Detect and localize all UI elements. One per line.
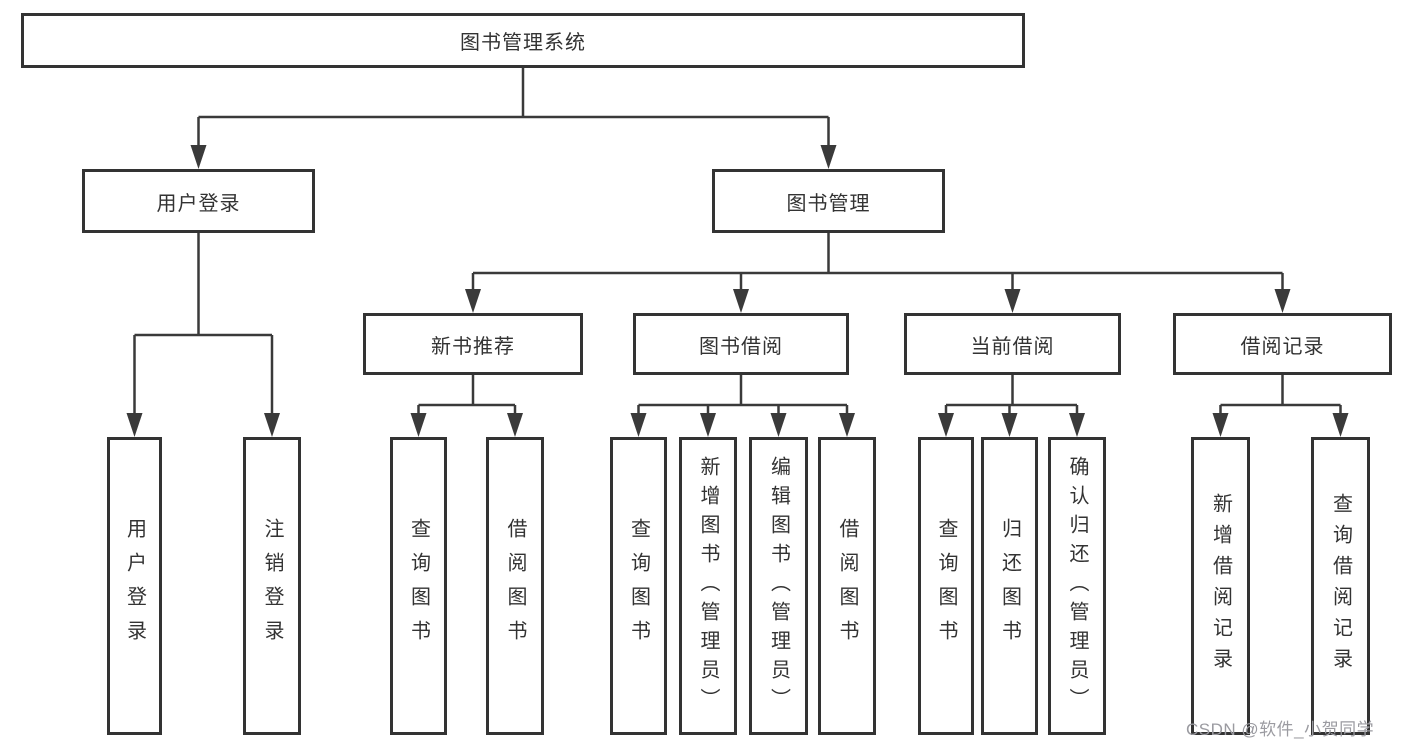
node-current-borrow-label: 当前借阅 (970, 335, 1055, 358)
node-borrow-record: 借阅记录 (1173, 313, 1392, 375)
leaf-query-books-current-label: 查询图书 (935, 518, 957, 654)
leaf-query-borrow-record: 查询借阅记录 (1311, 437, 1370, 735)
leaf-add-books-admin: 新增图书（管理员） (679, 437, 737, 735)
leaf-borrow-books: 借阅图书 (818, 437, 876, 735)
leaf-logout: 注销登录 (243, 437, 301, 735)
leaf-add-books-admin-label: 新增图书（管理员） (697, 455, 719, 717)
leaf-logout-label: 注销登录 (261, 518, 283, 654)
arrowheads (126, 145, 1349, 437)
node-root: 图书管理系统 (21, 13, 1025, 68)
node-borrow-record-label: 借阅记录 (1240, 335, 1325, 358)
leaf-add-borrow-record-label: 新增借阅记录 (1209, 493, 1232, 679)
node-user-login: 用户登录 (82, 169, 315, 233)
leaf-borrow-books-recommend-label: 借阅图书 (504, 518, 526, 654)
leaf-query-books-current: 查询图书 (918, 437, 974, 735)
leaf-query-books-borrow: 查询图书 (610, 437, 667, 735)
watermark: CSDN @软件_小贺同学 (1186, 720, 1375, 739)
leaf-confirm-return-admin-label: 确认归还（管理员） (1066, 455, 1088, 717)
leaf-user-login: 用户登录 (107, 437, 162, 735)
leaf-edit-books-admin-label: 编辑图书（管理员） (767, 455, 790, 717)
node-book-management-label: 图书管理 (786, 192, 871, 215)
leaf-query-books-borrow-label: 查询图书 (627, 518, 650, 654)
leaf-return-books-label: 归还图书 (998, 518, 1021, 654)
node-book-borrow: 图书借阅 (633, 313, 849, 375)
leaf-confirm-return-admin: 确认归还（管理员） (1048, 437, 1106, 735)
node-user-login-label: 用户登录 (156, 192, 241, 215)
leaf-user-login-label: 用户登录 (123, 518, 146, 654)
leaf-query-borrow-record-label: 查询借阅记录 (1329, 493, 1352, 679)
leaf-query-books-recommend: 查询图书 (390, 437, 447, 735)
leaf-edit-books-admin: 编辑图书（管理员） (749, 437, 808, 735)
leaf-query-books-recommend-label: 查询图书 (407, 518, 430, 654)
node-new-book-recommend-label: 新书推荐 (431, 335, 515, 358)
node-new-book-recommend: 新书推荐 (363, 313, 583, 375)
node-book-borrow-label: 图书借阅 (699, 335, 783, 358)
node-current-borrow: 当前借阅 (904, 313, 1121, 375)
leaf-add-borrow-record: 新增借阅记录 (1191, 437, 1250, 735)
leaf-borrow-books-recommend: 借阅图书 (486, 437, 544, 735)
node-book-management: 图书管理 (712, 169, 945, 233)
leaf-return-books: 归还图书 (981, 437, 1038, 735)
node-root-label: 图书管理系统 (460, 32, 586, 54)
leaf-borrow-books-label: 借阅图书 (836, 518, 858, 654)
